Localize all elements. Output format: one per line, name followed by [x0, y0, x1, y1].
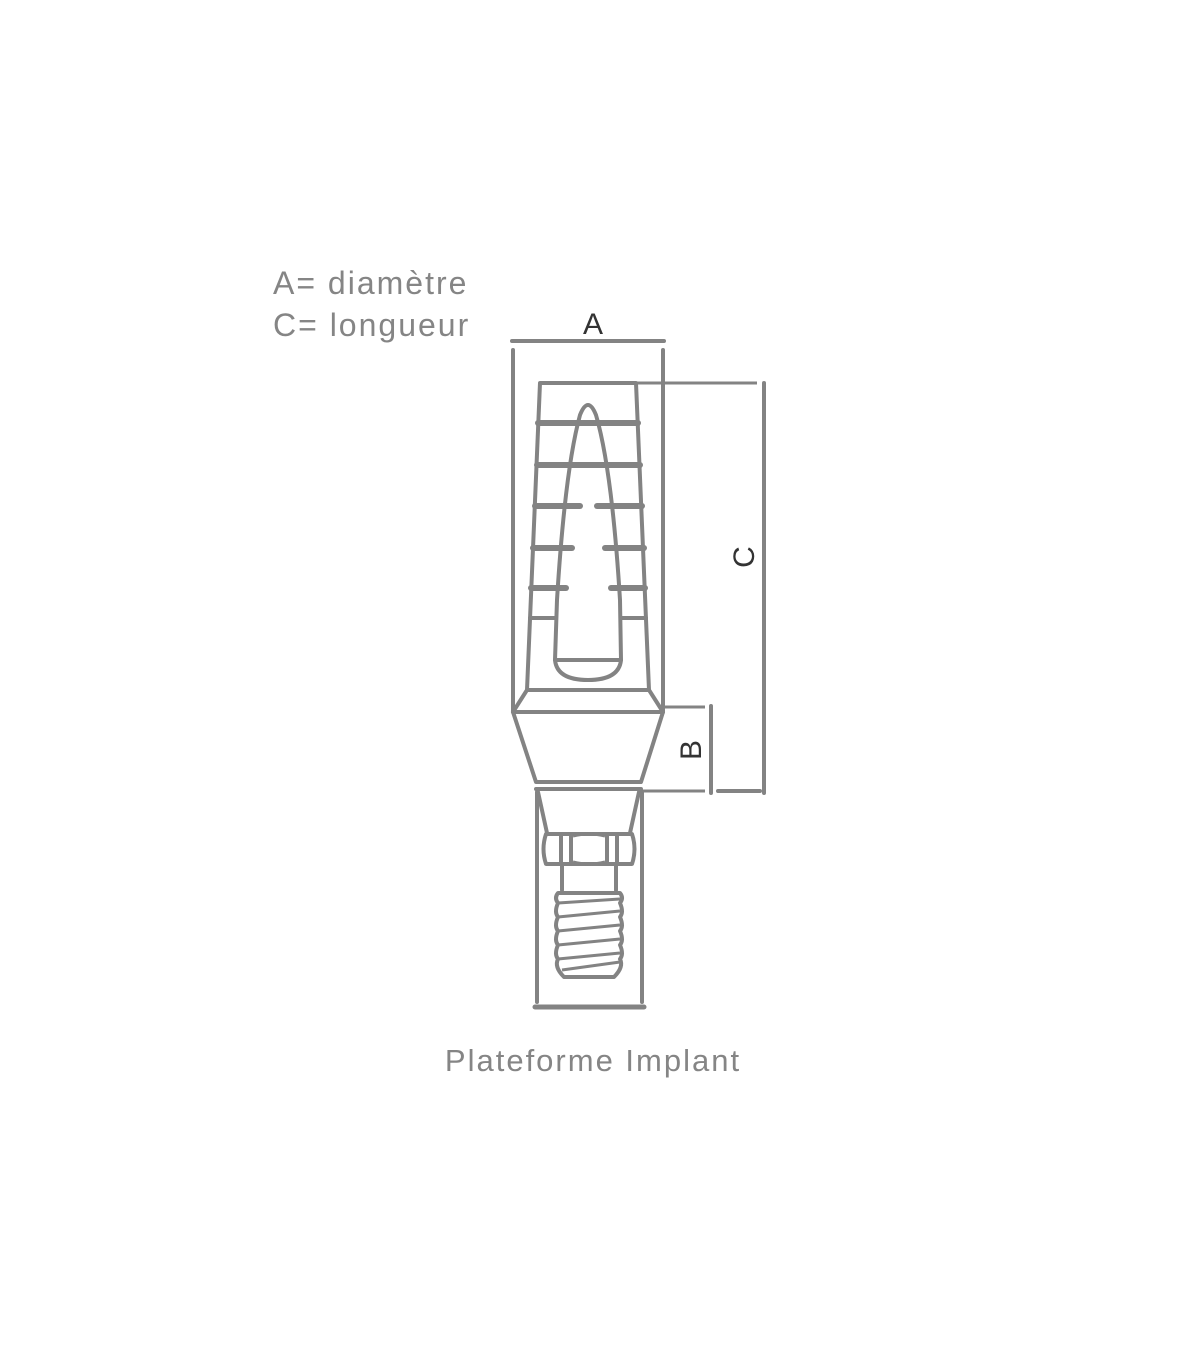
abutment-body	[511, 381, 665, 714]
dimension-b-label: B	[675, 740, 708, 760]
caption: Plateforme Implant	[444, 1043, 742, 1078]
implant-platform	[532, 790, 647, 1010]
legend-length: C= longueur	[273, 307, 471, 343]
hex-connection	[541, 832, 637, 866]
dimension-c-label: C	[728, 546, 761, 568]
abutment-collar	[511, 710, 665, 835]
dimension-c: C	[636, 381, 766, 795]
dimension-a-label: A	[583, 308, 603, 341]
dimension-a: A	[510, 308, 666, 714]
legend: A= diamètre C= longueur	[273, 262, 470, 346]
legend-diameter: A= diamètre	[273, 265, 469, 301]
dimension-b: B	[640, 704, 713, 795]
screw	[554, 864, 624, 979]
